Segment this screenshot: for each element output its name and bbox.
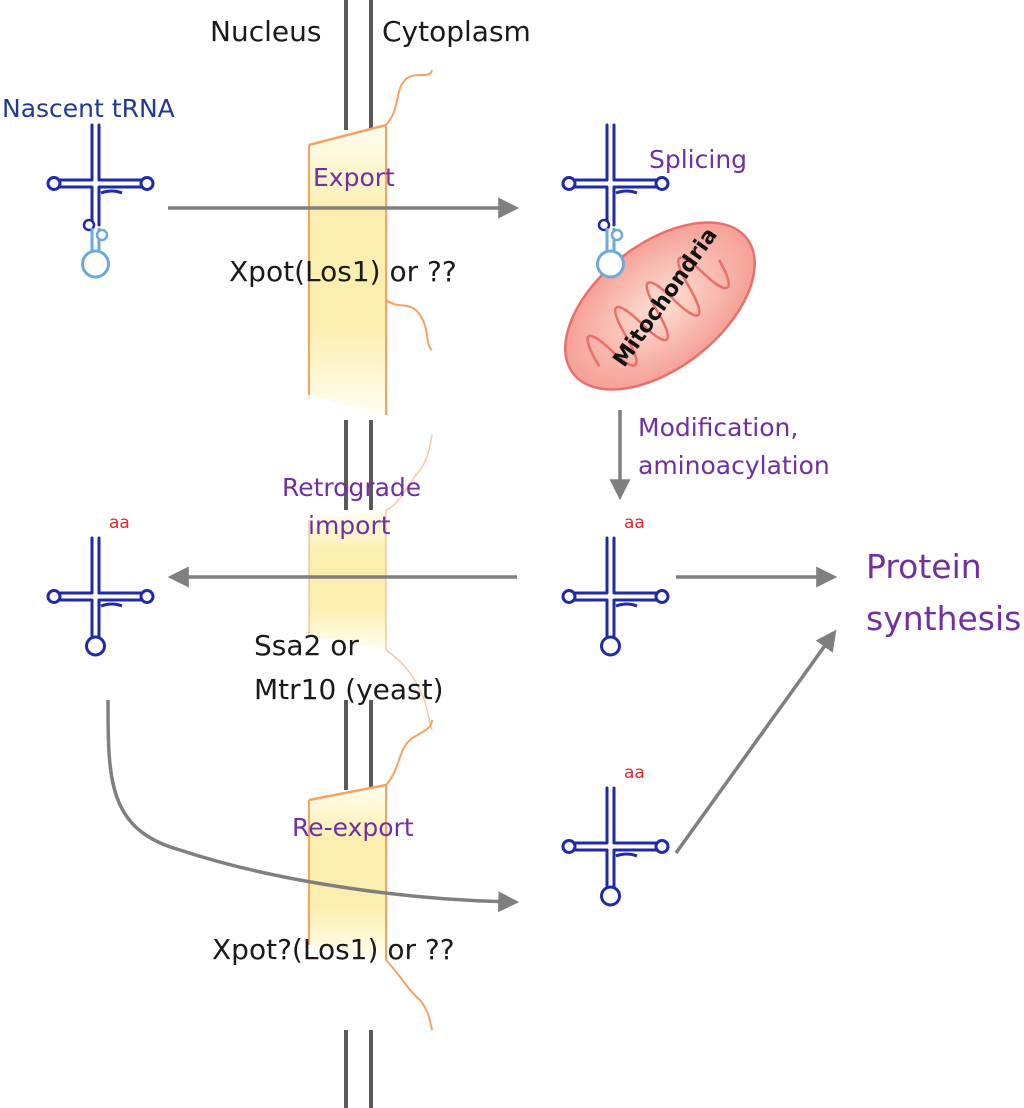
- aa-label-nucleus: aa: [109, 513, 130, 533]
- exporter-label: Xpot(Los1) or ??: [229, 255, 457, 288]
- retrograde-label-1: Retrograde: [282, 473, 422, 502]
- trna-imported-nucleus: [46, 536, 155, 657]
- nucleus-label: Nucleus: [210, 15, 322, 48]
- modification-label-1: Modification,: [638, 413, 799, 442]
- reexport-arrow: [106, 699, 520, 913]
- nuclear-envelope: [344, 0, 373, 1108]
- nuclear-pore-reexport: [308, 719, 433, 1031]
- nuclear-pore-export: [308, 69, 433, 415]
- reexport-label: Re-export: [292, 813, 414, 842]
- modification-label-2: aminoacylation: [638, 451, 830, 480]
- trna-reexported: [561, 786, 670, 907]
- reexporter-label: Xpot?(Los1) or ??: [212, 933, 455, 966]
- aa-label-reexported: aa: [624, 763, 645, 783]
- importer-label-2: Mtr10 (yeast): [254, 673, 444, 706]
- aa-label-cytoplasm: aa: [624, 513, 645, 533]
- protein-label-2: synthesis: [866, 599, 1022, 638]
- retrograde-label-2: import: [308, 511, 391, 540]
- protein-synthesis-arrow-2: [674, 629, 837, 855]
- importer-label-1: Ssa2 or: [254, 629, 359, 662]
- trna-nascent: [46, 123, 155, 279]
- nuclear-pore-import: [308, 434, 433, 731]
- export-label: Export: [313, 163, 395, 192]
- cytoplasm-label: Cytoplasm: [382, 15, 531, 48]
- splicing-label: Splicing: [649, 145, 748, 174]
- trna-charged-cytoplasm: [561, 536, 670, 657]
- nascent-trna-label: Nascent tRNA: [2, 94, 175, 123]
- arrows: [106, 197, 838, 913]
- protein-label-1: Protein: [866, 547, 982, 586]
